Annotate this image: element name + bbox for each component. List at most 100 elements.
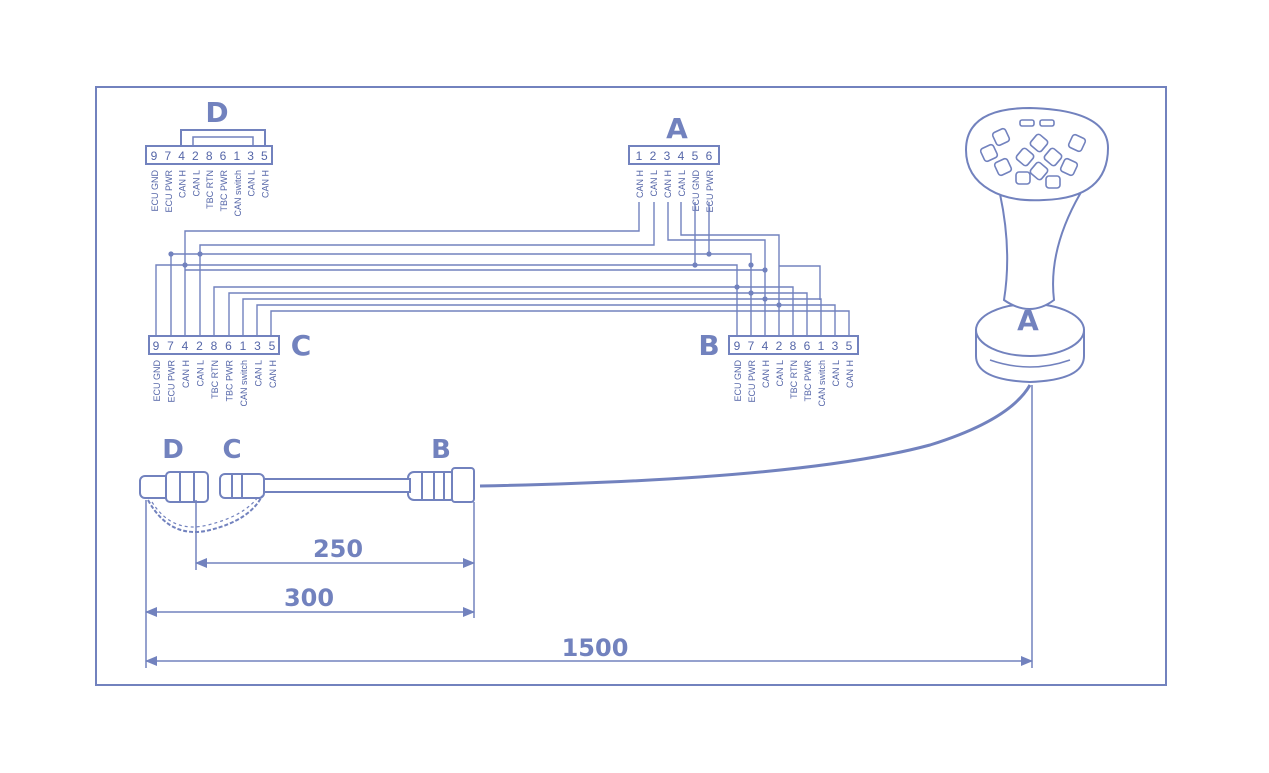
dimension-label-300: 300 bbox=[284, 584, 334, 612]
joystick-button bbox=[1019, 119, 1035, 127]
connector-c-label: C bbox=[291, 329, 312, 362]
pin-number: 1 bbox=[636, 149, 643, 163]
pin-number: 5 bbox=[692, 149, 699, 163]
wire-a3-b4 bbox=[667, 202, 766, 336]
wire-c1-b1 bbox=[242, 298, 822, 336]
cap-chain-inner bbox=[151, 496, 259, 528]
signal-label: TBC RTN bbox=[210, 360, 220, 399]
signal-label: ECU GND bbox=[691, 170, 701, 212]
pin-number: 9 bbox=[151, 149, 158, 163]
pin-number: 9 bbox=[734, 339, 741, 353]
pin-number: 2 bbox=[196, 339, 203, 353]
pin-number: 3 bbox=[664, 149, 671, 163]
junction-dot bbox=[776, 302, 782, 308]
pin-number: 8 bbox=[211, 339, 218, 353]
wire-c3-b3 bbox=[256, 304, 836, 336]
wire-c6-b6 bbox=[228, 292, 808, 336]
pin-number: 7 bbox=[164, 149, 171, 163]
joystick-button bbox=[993, 157, 1013, 177]
wire-b2-c2 bbox=[779, 265, 821, 300]
pin-number: 8 bbox=[790, 339, 797, 353]
pin-number: 4 bbox=[762, 339, 769, 353]
pin-number: 3 bbox=[254, 339, 261, 353]
main-cable-inner bbox=[479, 384, 1025, 481]
signal-label: CAN L bbox=[196, 360, 206, 387]
pin-number: 9 bbox=[153, 339, 160, 353]
cable-assembly: D C B bbox=[139, 384, 1032, 533]
signal-label: TBC PWR bbox=[219, 170, 229, 212]
dimensions bbox=[145, 385, 1033, 668]
connector-a-pin-box bbox=[628, 145, 720, 165]
pin-number: 8 bbox=[206, 149, 213, 163]
junction-dot bbox=[762, 267, 768, 273]
signal-label: TBC RTN bbox=[789, 360, 799, 399]
joystick-button bbox=[1039, 119, 1055, 127]
connector-d-latch bbox=[180, 129, 266, 146]
signal-label: ECU GND bbox=[733, 360, 743, 402]
junction-dot bbox=[692, 262, 698, 268]
wire-a2-c2 bbox=[199, 202, 655, 336]
connector-d-latch-inner bbox=[192, 136, 254, 146]
pin-number: 2 bbox=[650, 149, 657, 163]
pin-number: 1 bbox=[233, 149, 240, 163]
joystick-button bbox=[1067, 133, 1087, 153]
joystick-base-band bbox=[989, 359, 1071, 368]
signal-label: CAN H bbox=[663, 170, 673, 198]
joystick-handle bbox=[998, 193, 1082, 310]
junction-dot bbox=[748, 262, 754, 268]
signal-label: CAN H bbox=[181, 360, 191, 388]
cable-label-d: D bbox=[162, 435, 184, 465]
joystick-button bbox=[991, 127, 1011, 147]
pin-number: 1 bbox=[240, 339, 247, 353]
joystick-button bbox=[979, 143, 999, 163]
signal-label: ECU PWR bbox=[705, 170, 715, 213]
signal-label: CAN L bbox=[677, 170, 687, 197]
signal-label: TBC PWR bbox=[225, 360, 235, 402]
wire-c5-b5 bbox=[270, 310, 850, 336]
pin-number: 6 bbox=[220, 149, 227, 163]
connector-d-pin-box bbox=[145, 145, 273, 165]
pin-number: 3 bbox=[832, 339, 839, 353]
connector-d-label: D bbox=[205, 96, 228, 129]
cable-connector-b-nut bbox=[451, 467, 475, 503]
pin-number: 5 bbox=[261, 149, 268, 163]
pin-number: 5 bbox=[846, 339, 853, 353]
pin-number: 7 bbox=[748, 339, 755, 353]
cable-connector-b bbox=[407, 471, 457, 501]
joystick-button bbox=[1059, 157, 1079, 177]
short-cable bbox=[261, 478, 411, 493]
pin-number: 6 bbox=[225, 339, 232, 353]
joystick-button bbox=[1029, 161, 1049, 181]
junction-dot bbox=[168, 251, 174, 257]
dimension-label-250: 250 bbox=[313, 535, 363, 563]
wire-a1-c4 bbox=[184, 202, 640, 336]
pin-number: 2 bbox=[192, 149, 199, 163]
wiring-lines bbox=[155, 202, 850, 336]
wire-a5-gnd bbox=[155, 202, 738, 336]
junction-dot bbox=[734, 284, 740, 290]
main-cable bbox=[479, 384, 1032, 488]
signal-label: CAN L bbox=[254, 360, 264, 387]
pin-number: 4 bbox=[678, 149, 685, 163]
signal-label: CAN H bbox=[845, 360, 855, 388]
junction-dot bbox=[762, 296, 768, 302]
signal-label: CAN H bbox=[260, 170, 270, 198]
joystick-button bbox=[1015, 147, 1035, 167]
signal-label: CAN H bbox=[178, 170, 188, 198]
signal-label: ECU GND bbox=[150, 170, 160, 212]
cable-connector-d-nut bbox=[165, 471, 209, 503]
cable-label-c: C bbox=[222, 435, 241, 465]
signal-label: CAN L bbox=[831, 360, 841, 387]
wire-junctions bbox=[168, 251, 782, 308]
